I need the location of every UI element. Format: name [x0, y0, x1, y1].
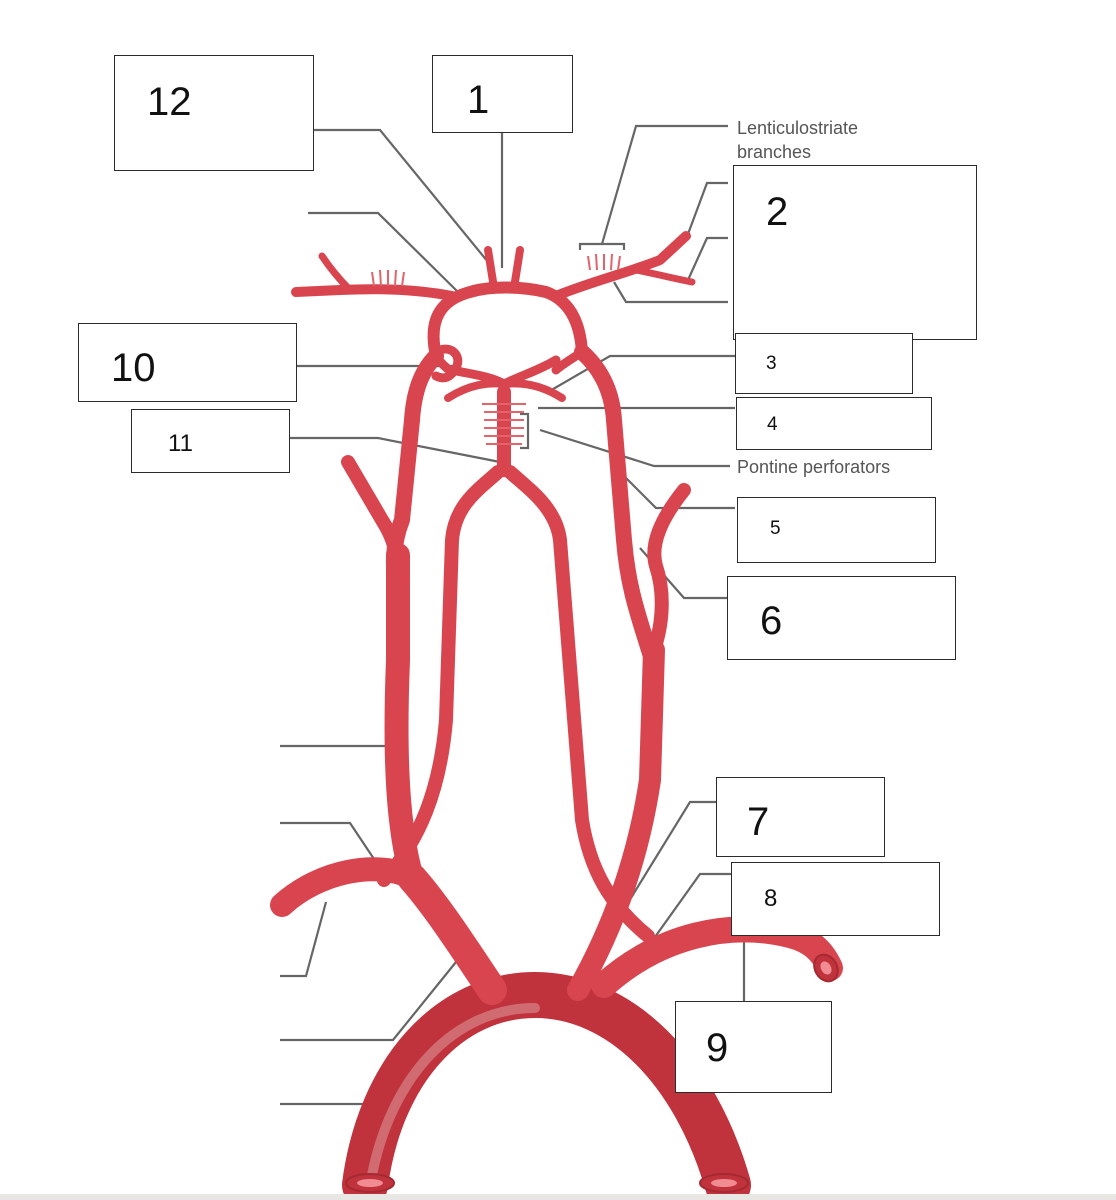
leader-pontine [539, 428, 730, 468]
leader-unlabeled-left-3 [280, 901, 328, 978]
leader-11 [290, 436, 501, 464]
right-common-carotid-artery [384, 543, 424, 890]
label-box-7[interactable]: 7 [716, 777, 885, 857]
lenticulostriate-perforators [371, 253, 621, 287]
leader-3 [547, 354, 735, 393]
label-box-9[interactable]: 9 [675, 1001, 832, 1093]
label-box-4[interactable]: 4 [736, 397, 932, 450]
label-box-2[interactable]: 2 [733, 165, 977, 340]
circle-of-willis [427, 281, 588, 362]
label-number: 2 [766, 190, 789, 234]
label-number: 9 [706, 1026, 729, 1070]
label-box-6[interactable]: 6 [727, 576, 956, 660]
caption-lenticulostriate-branches: Lenticulostriate branches [737, 118, 859, 162]
left-external-carotid-artery [647, 483, 691, 657]
leader-8 [654, 872, 731, 938]
leader-2c [613, 281, 728, 304]
label-number: 10 [111, 346, 156, 390]
leader-2a [686, 181, 728, 235]
left-subclavian-artery [591, 916, 843, 998]
leader-unlabeled-left-top [308, 211, 459, 293]
brachiocephalic-trunk [397, 863, 507, 1005]
leader-lenticulostriate [600, 124, 728, 245]
label-number: 11 [168, 430, 193, 457]
pontine-perforators [482, 403, 526, 445]
label-number: 5 [770, 518, 781, 539]
label-box-12[interactable]: 12 [114, 55, 314, 171]
label-box-10[interactable]: 10 [78, 323, 297, 402]
label-box-3[interactable]: 3 [735, 333, 913, 394]
leader-2b [686, 236, 728, 281]
posterior-communicating-left [551, 347, 587, 375]
label-number: 4 [767, 414, 778, 435]
label-number: 3 [766, 353, 777, 374]
leader-unlabeled-left-4 [280, 961, 457, 1042]
leader-5 [615, 467, 735, 510]
caption-pontine-perforators: Pontine perforators [737, 457, 891, 477]
label-box-11[interactable]: 11 [131, 409, 290, 473]
vessel-cut-ends [345, 953, 839, 1193]
left-common-carotid-artery [567, 639, 665, 1001]
left-vertebral-artery [503, 465, 655, 943]
label-number: 6 [760, 599, 783, 643]
label-box-5[interactable]: 5 [737, 497, 936, 563]
leader-pontine-bracket [520, 412, 530, 450]
right-posterior-loop [431, 344, 463, 383]
right-middle-cerebral-artery [291, 284, 457, 301]
label-box-1[interactable]: 1 [432, 55, 573, 133]
left-middle-cerebral-branch [632, 266, 696, 286]
label-number: 12 [147, 80, 192, 124]
leader-unlabeled-left-2 [280, 821, 381, 869]
label-number: 8 [764, 885, 778, 912]
leader-lenticulostriate-bracket [578, 242, 626, 250]
anterior-cerebral-arteries [484, 246, 524, 292]
left-internal-carotid-artery [574, 344, 660, 668]
posterior-cerebral-arteries [447, 355, 561, 389]
right-middle-cerebral-branch [318, 252, 354, 294]
aortic-arch [342, 972, 751, 1200]
label-number: 1 [467, 78, 490, 122]
left-middle-cerebral-artery [551, 231, 691, 301]
right-internal-carotid-artery [385, 348, 444, 608]
label-number: 7 [747, 800, 770, 844]
leader-lines [280, 124, 746, 1106]
bottom-edge-strip [0, 1194, 1116, 1200]
leader-12 [314, 128, 489, 263]
label-box-8[interactable]: 8 [731, 862, 940, 936]
